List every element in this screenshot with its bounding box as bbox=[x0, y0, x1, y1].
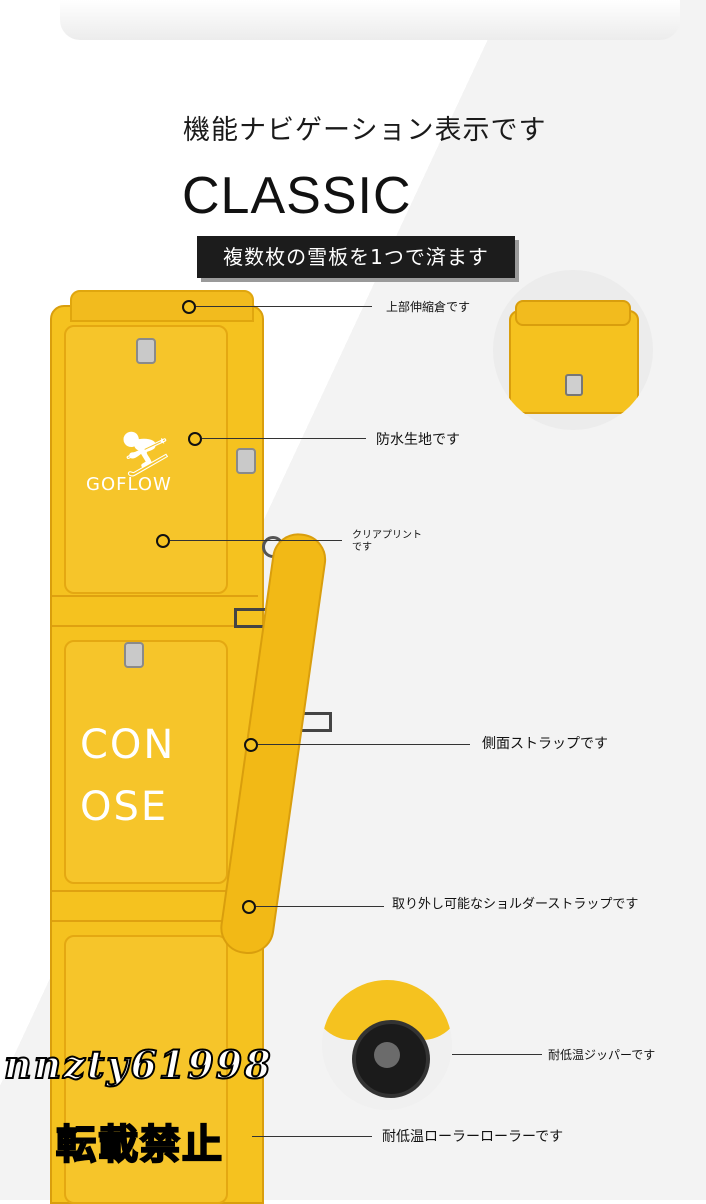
callout-dot bbox=[156, 534, 170, 548]
subtitle: 機能ナビゲーション表示です bbox=[183, 115, 547, 146]
pocket-lower bbox=[64, 935, 228, 1204]
zipper-pull-icon bbox=[124, 642, 144, 668]
watermark-id: nnzty61998 bbox=[3, 1041, 273, 1088]
pocket-upper bbox=[64, 325, 228, 594]
bag-seam bbox=[52, 625, 258, 627]
callout-leader bbox=[452, 1054, 542, 1055]
callout-leader bbox=[252, 1136, 372, 1137]
callout-leader bbox=[202, 438, 366, 439]
callout-leader bbox=[256, 906, 384, 907]
callout-leader bbox=[258, 744, 470, 745]
callout-leader bbox=[196, 306, 372, 307]
callout-dot bbox=[188, 432, 202, 446]
callout-dot bbox=[182, 300, 196, 314]
top-shadow bbox=[60, 0, 680, 40]
bag-print-line-1: CON bbox=[80, 722, 176, 768]
callout-dot bbox=[242, 900, 256, 914]
callout-cold-roller: 耐低温ローラーローラーです bbox=[382, 1129, 564, 1145]
wheel-hub bbox=[374, 1042, 400, 1068]
callout-top-compartment: 上部伸縮倉です bbox=[386, 300, 471, 314]
callout-dot bbox=[244, 738, 258, 752]
bag-print-line-2: OSE bbox=[80, 784, 169, 830]
mini-bag bbox=[509, 310, 639, 414]
callout-cold-zipper: 耐低温ジッパーです bbox=[548, 1048, 656, 1062]
callout-clear-print: クリアプリントです bbox=[352, 530, 422, 553]
bag-seam bbox=[52, 595, 258, 597]
brand-name: GOFLOW bbox=[86, 474, 172, 495]
bag-seam bbox=[52, 890, 258, 892]
callout-waterproof: 防水生地です bbox=[376, 432, 460, 448]
bag-seam bbox=[52, 920, 258, 922]
callout-leader bbox=[170, 540, 342, 541]
brand-logo-icon: ⛷ bbox=[118, 429, 174, 480]
callout-detachable-strap: 取り外し可能なショルダーストラップです bbox=[392, 897, 639, 912]
mini-bag-top bbox=[515, 300, 631, 326]
pocket-middle bbox=[64, 640, 228, 884]
page-title: CLASSIC bbox=[182, 167, 412, 225]
zipper-pull-icon bbox=[236, 448, 256, 474]
bag-print-text: CON OSE bbox=[80, 714, 175, 838]
detail-wheel-image bbox=[322, 980, 452, 1110]
zipper-pull-icon bbox=[136, 338, 156, 364]
detail-top-compartment-image bbox=[493, 270, 653, 430]
callout-side-strap: 側面ストラップです bbox=[482, 736, 608, 752]
zipper-pull-icon bbox=[565, 374, 583, 396]
watermark-notice: 転載禁止 bbox=[55, 1121, 224, 1169]
banner: 複数枚の雪板を1つで済ます bbox=[197, 236, 515, 278]
